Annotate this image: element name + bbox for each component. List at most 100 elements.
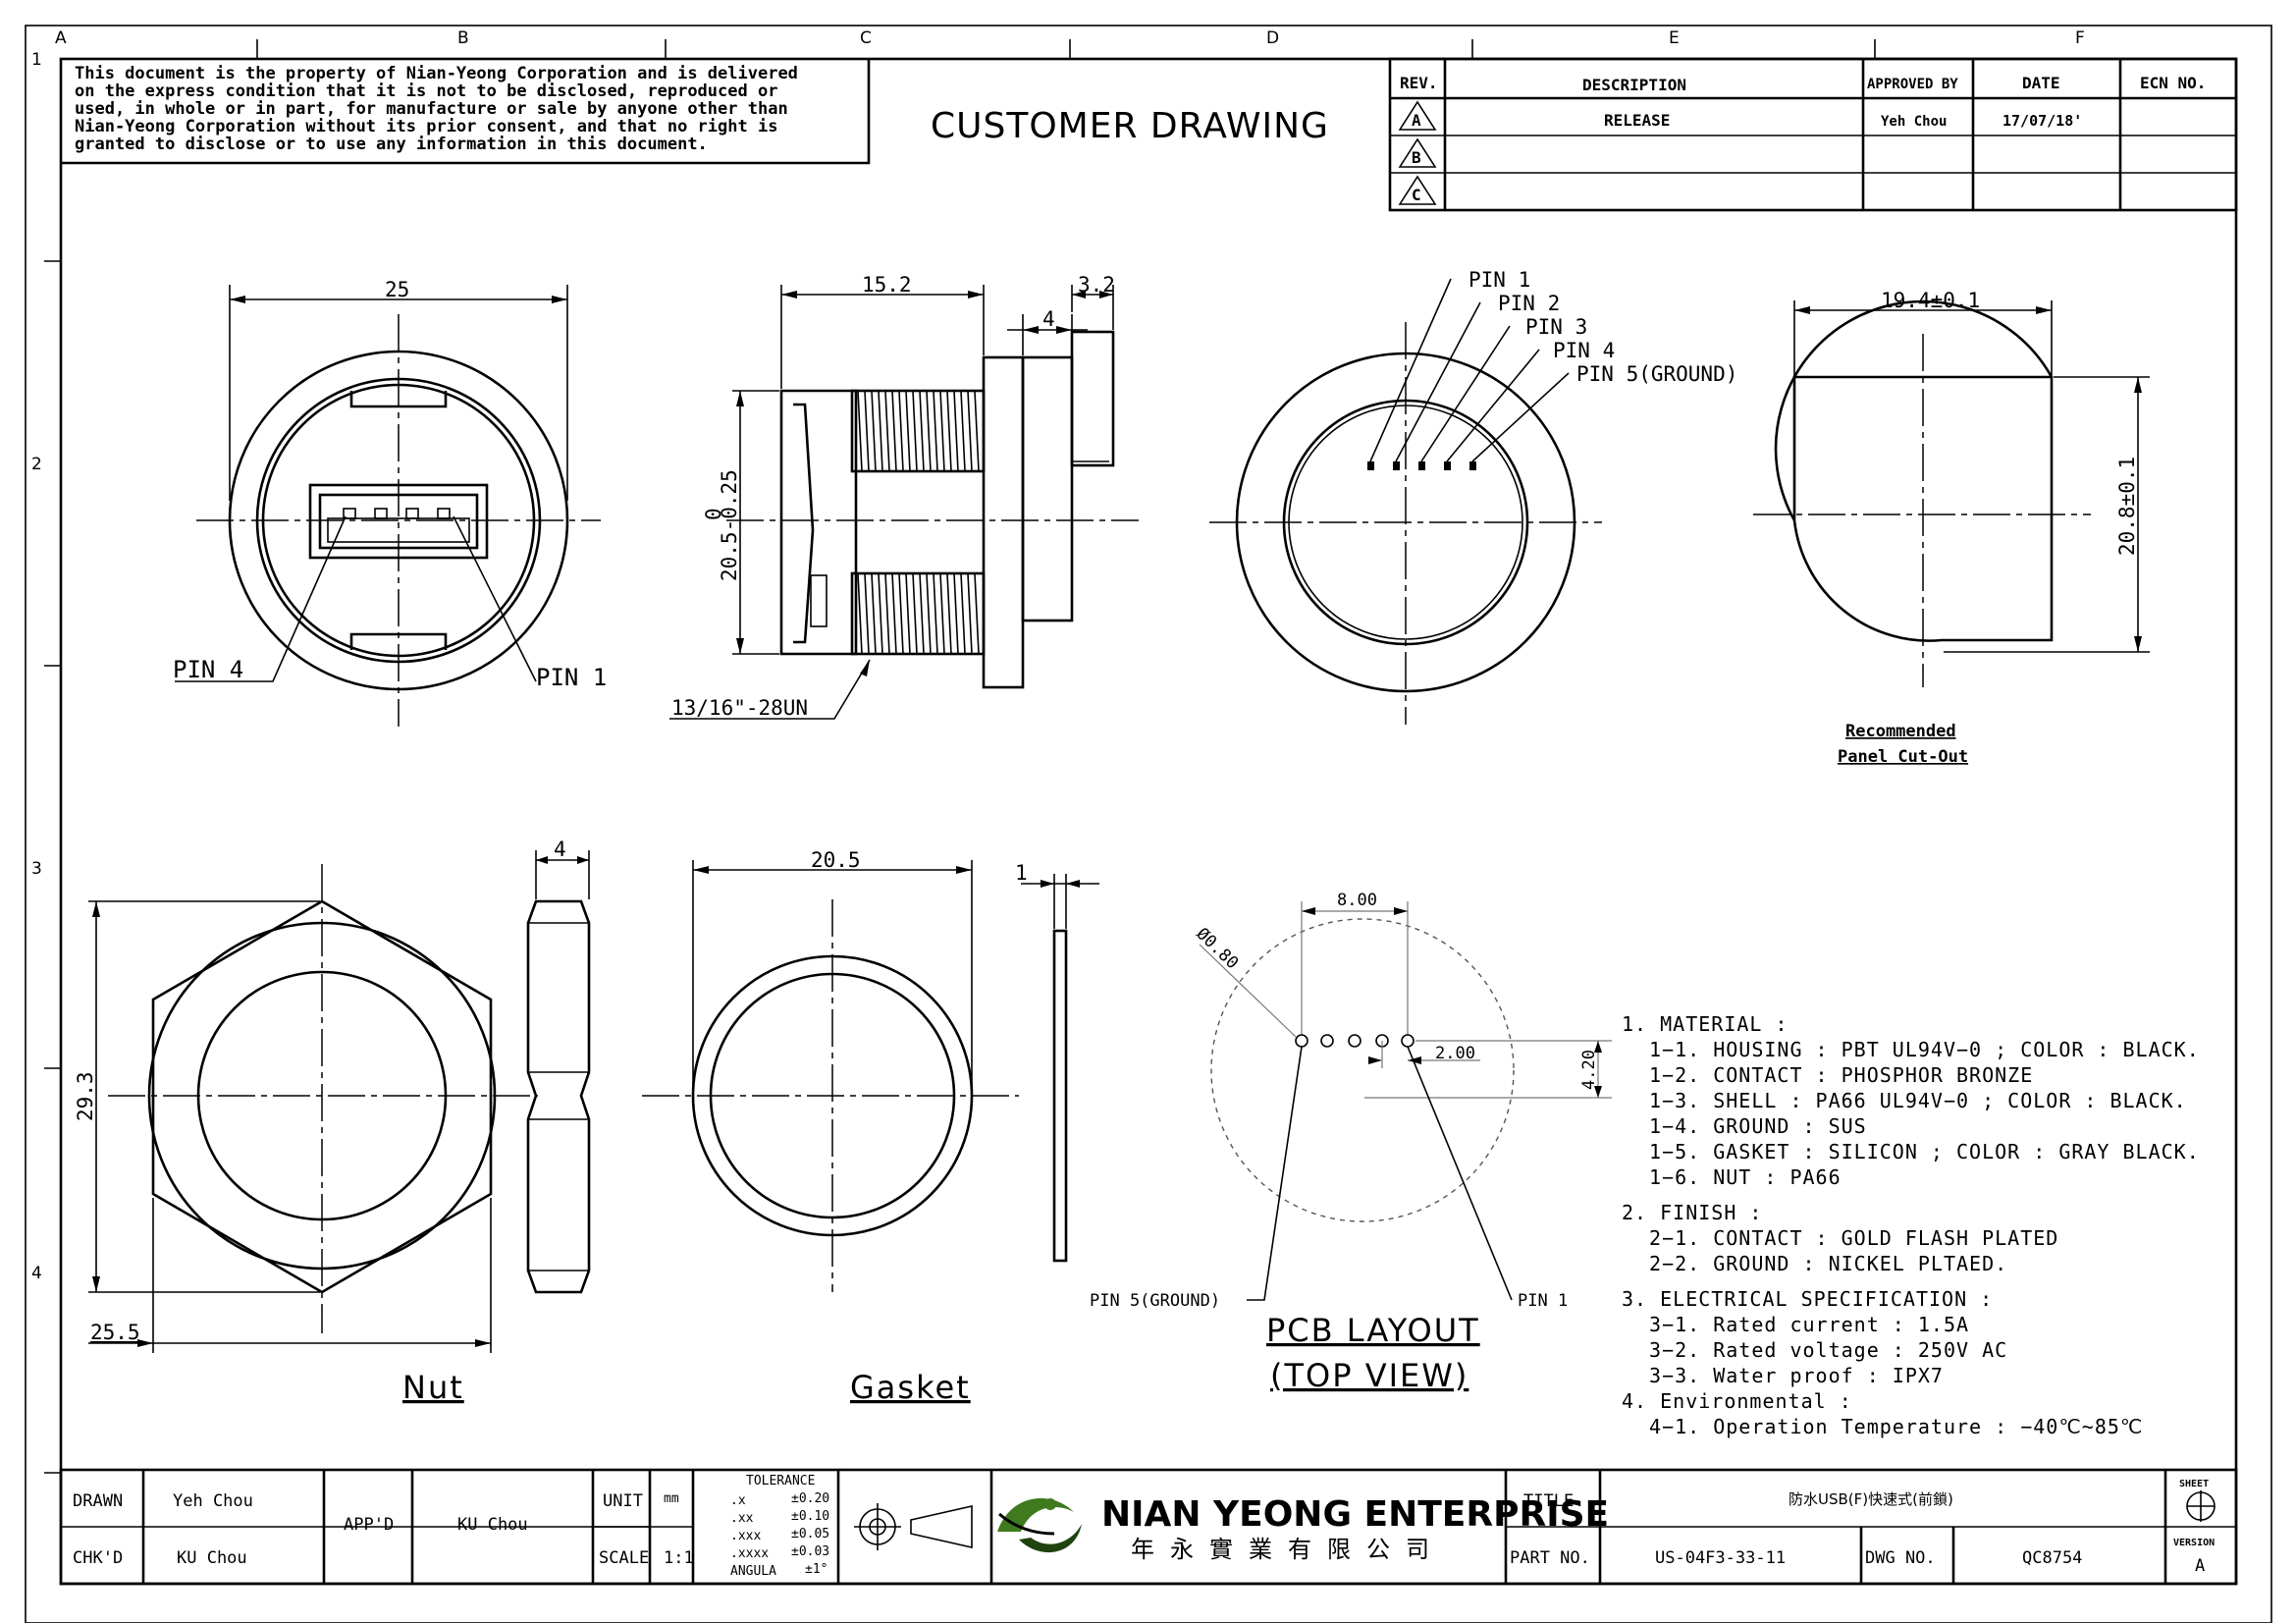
note-line: 3−3. Water proof : IPX7 — [1649, 1364, 1944, 1387]
thread-line — [939, 572, 945, 655]
title-label: TITLE — [1523, 1491, 1574, 1511]
rev-a-date: 17/07/18' — [2002, 112, 2082, 130]
grid-col-b: B — [457, 28, 469, 48]
side-thread-callout: 13/16"-28UN — [671, 696, 808, 720]
thread-line — [857, 572, 863, 655]
drawn-value: Yeh Chou — [173, 1491, 253, 1511]
tolerance-k0: .x — [730, 1493, 746, 1508]
nut-label: Nut — [402, 1369, 464, 1406]
tolerance-k4: ANGULA — [730, 1564, 776, 1579]
note-line: 1−5. GASKET : SILICON ; COLOR : GRAY BLA… — [1649, 1140, 2200, 1163]
side-view: 15.2 4 3.2 0 20.5-0.25 13/16"-28UN — [669, 273, 1139, 720]
gasket-view: 20.5 1 Gasket — [642, 848, 1099, 1406]
unit-value: mm — [664, 1491, 679, 1506]
notice-line-3: used, in whole or in part, for manufactu… — [75, 99, 788, 119]
approved-label: APP'D — [344, 1515, 394, 1535]
thread-line — [919, 390, 925, 472]
thread-line — [878, 572, 883, 655]
grid-col-c: C — [860, 28, 872, 48]
title-block: DRAWN Yeh Chou CHK'D KU Chou APP'D KU Ch… — [59, 1468, 2238, 1586]
note-line: 1−6. NUT : PA66 — [1649, 1165, 1842, 1189]
rev-b-letter: B — [1412, 148, 1421, 167]
side-dim-length: 15.2 — [862, 273, 912, 297]
thread-line — [898, 572, 904, 655]
thread-line — [967, 390, 973, 472]
rev-a-letter: A — [1412, 111, 1421, 130]
grid-col-d: D — [1266, 28, 1279, 48]
thread-line — [871, 390, 877, 472]
thread-line — [974, 572, 980, 655]
note-line: 1−2. CONTACT : PHOSPHOR BRONZE — [1649, 1063, 2033, 1087]
rear-pin-3-label: PIN 3 — [1525, 315, 1587, 339]
thread-line — [878, 390, 883, 472]
pcb-pin-1-label: PIN 1 — [1518, 1291, 1568, 1311]
dwg-no-value: QC8754 — [2022, 1548, 2082, 1568]
description-header: DESCRIPTION — [1582, 76, 1686, 94]
note-line: 1−3. SHELL : PA66 UL94V−0 ; COLOR : BLAC… — [1649, 1089, 2187, 1112]
note-line: 4−1. Operation Temperature : −40℃~85℃ — [1649, 1415, 2143, 1438]
grid-row-4: 4 — [31, 1264, 42, 1283]
pcb-dim-pitch: 2.00 — [1435, 1044, 1475, 1063]
thread-line — [884, 572, 890, 655]
tolerance-k1: .xx — [730, 1511, 754, 1526]
thread-line — [857, 390, 863, 472]
cutout-caption-1: Recommended — [1845, 722, 1956, 741]
thread-line — [939, 390, 945, 472]
front-pin-1-label: PIN 1 — [536, 664, 607, 691]
drawn-label: DRAWN — [73, 1491, 123, 1511]
specification-notes: 1. MATERIAL :1−1. HOUSING : PBT UL94V−0 … — [1622, 1012, 2200, 1438]
note-line: 3. ELECTRICAL SPECIFICATION : — [1622, 1287, 1993, 1311]
notice-line-4: Nian-Yeong Corporation without its prior… — [75, 117, 777, 136]
gasket-label: Gasket — [850, 1369, 971, 1406]
rear-pin-4-label: PIN 4 — [1553, 339, 1615, 362]
grid-col-f: F — [2075, 28, 2085, 48]
border-grid: A B C D E F 1 2 3 4 — [31, 28, 2085, 1474]
company-name: NIAN YEONG ENTERPRISE — [1101, 1494, 1609, 1535]
rev-a-description: RELEASE — [1604, 111, 1670, 130]
tolerance-v4: ±1° — [805, 1562, 828, 1577]
tolerance-title: TOLERANCE — [746, 1474, 815, 1488]
tolerance-v3: ±0.03 — [791, 1544, 829, 1559]
scale-label: SCALE — [599, 1548, 649, 1568]
date-header: DATE — [2022, 74, 2060, 92]
rear-pin-1-label: PIN 1 — [1468, 268, 1530, 292]
thread-line — [974, 390, 980, 472]
revision-row-b: B — [1398, 137, 1437, 168]
grid-col-a: A — [55, 28, 67, 48]
thread-line — [905, 572, 911, 655]
revision-row-a: A RELEASE Yeh Chou 17/07/18' — [1398, 100, 2082, 131]
side-dim-dia-top: 0 — [702, 508, 725, 520]
rev-a-approved: Yeh Chou — [1881, 114, 1947, 130]
side-dim-rear: 3.2 — [1078, 273, 1115, 297]
thread-line — [946, 572, 952, 655]
thread-line — [912, 572, 918, 655]
proprietary-notice: This document is the property of Nian-Ye… — [61, 59, 871, 165]
thread-line — [898, 390, 904, 472]
rear-view: PIN 1 PIN 2 PIN 3 PIN 4 PIN 5(GROUND) — [1209, 268, 1737, 725]
note-line: 2−2. GROUND : NICKEL PLTAED. — [1649, 1252, 2007, 1275]
front-pin-4-label: PIN 4 — [173, 656, 243, 683]
nut-dim-height: 29.3 — [74, 1071, 97, 1121]
gasket-dim-thickness: 1 — [1015, 861, 1028, 885]
cutout-dim-width: 19.4±0.1 — [1881, 289, 1980, 312]
grid-row-1: 1 — [31, 50, 42, 70]
note-line: 2−1. CONTACT : GOLD FLASH PLATED — [1649, 1226, 2058, 1250]
thread-line — [884, 390, 890, 472]
company-logo-icon — [997, 1498, 1082, 1553]
thread-line — [926, 390, 932, 472]
tolerance-v2: ±0.05 — [791, 1527, 829, 1542]
nut-view: 29.3 25.5 4 Nut — [74, 838, 591, 1406]
drawing-title: 防水USB(F)快速式(前鎖) — [1789, 1490, 1953, 1508]
tolerance-k3: .xxxx — [730, 1546, 769, 1561]
part-no-value: US-04F3-33-11 — [1655, 1548, 1786, 1568]
rear-pin-5-label: PIN 5(GROUND) — [1576, 362, 1737, 386]
checked-value: KU Chou — [177, 1548, 247, 1568]
grid-row-3: 3 — [31, 859, 42, 879]
part-no-label: PART NO. — [1510, 1548, 1590, 1568]
tolerance-v0: ±0.20 — [791, 1491, 829, 1506]
unit-label: UNIT — [603, 1491, 643, 1511]
dwg-no-label: DWG NO. — [1865, 1548, 1936, 1568]
notice-line-5: granted to disclose or to use any inform… — [75, 135, 708, 154]
side-dim-dia: 20.5-0.25 — [718, 469, 741, 581]
